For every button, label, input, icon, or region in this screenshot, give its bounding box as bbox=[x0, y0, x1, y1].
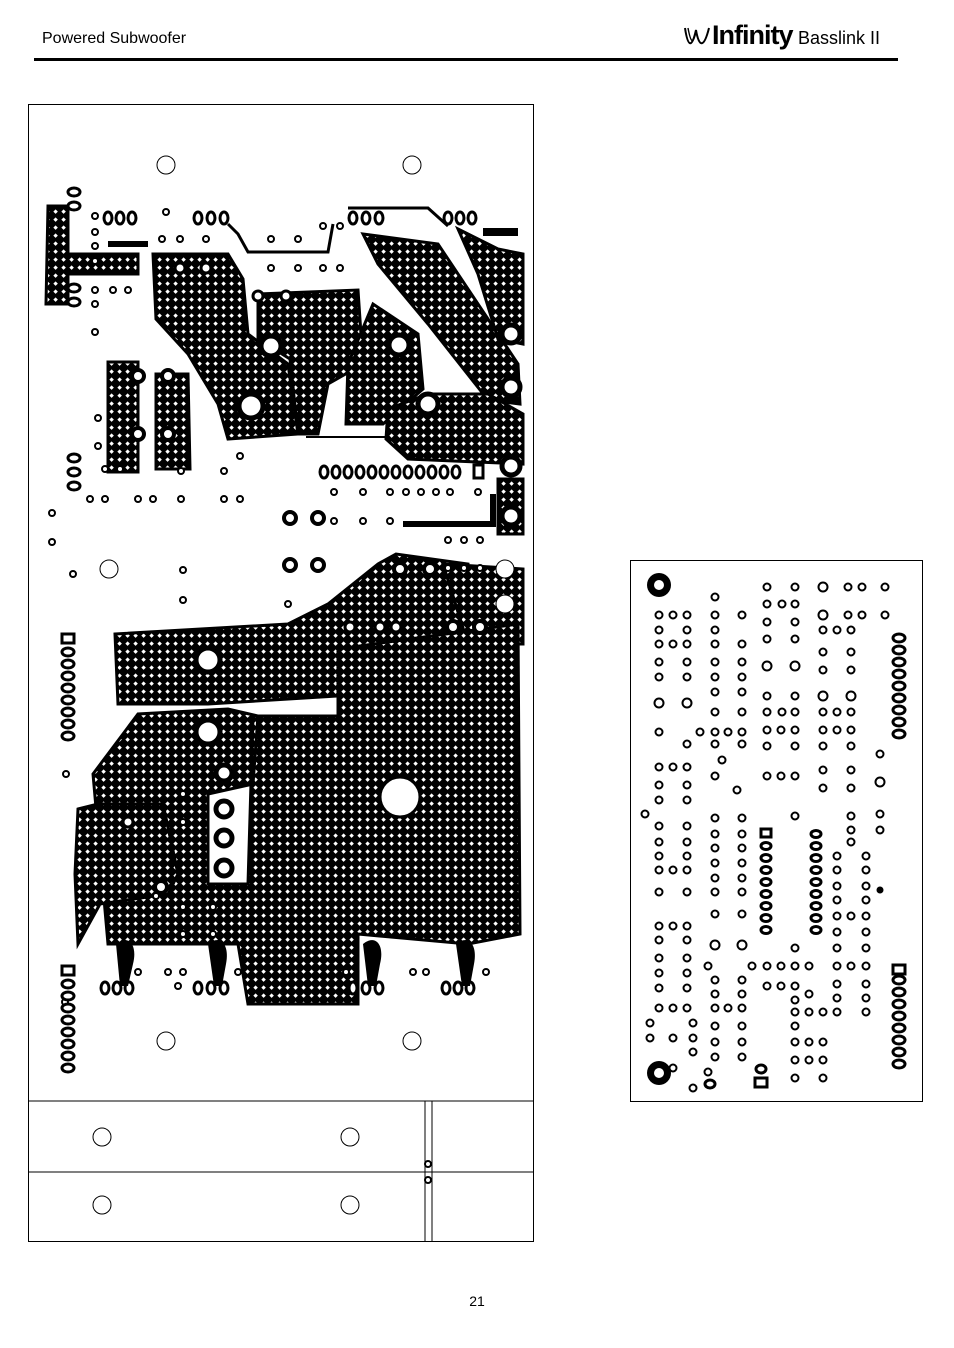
header-rule bbox=[34, 58, 898, 61]
main-pcb-layout bbox=[28, 104, 538, 1244]
section-title: Powered Subwoofer bbox=[42, 30, 186, 48]
infinity-wave-icon bbox=[682, 22, 712, 52]
product-name: Basslink II bbox=[798, 28, 880, 49]
pin-rows bbox=[705, 634, 905, 1088]
secondary-pcb-layout bbox=[630, 560, 926, 1106]
brand-logo: Infinity Basslink II bbox=[682, 20, 902, 54]
brand-name: Infinity bbox=[712, 20, 793, 51]
page-number: 21 bbox=[0, 1293, 954, 1309]
